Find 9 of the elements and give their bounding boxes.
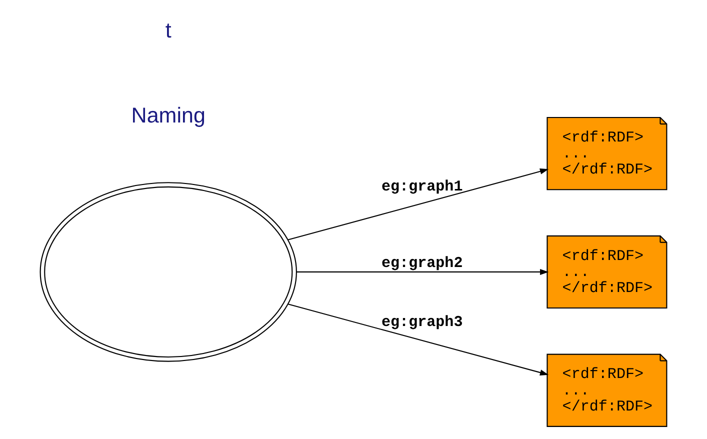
arrow xyxy=(288,304,549,376)
arrow xyxy=(296,268,549,275)
edge-label: eg:graph1 xyxy=(381,177,463,196)
node-cloud xyxy=(40,182,297,362)
label: t xyxy=(165,18,172,42)
label: Naming xyxy=(131,103,206,128)
edge-label: eg:graph3 xyxy=(381,312,463,331)
arrow xyxy=(288,168,549,240)
edge-label: eg:graph2 xyxy=(381,254,463,272)
